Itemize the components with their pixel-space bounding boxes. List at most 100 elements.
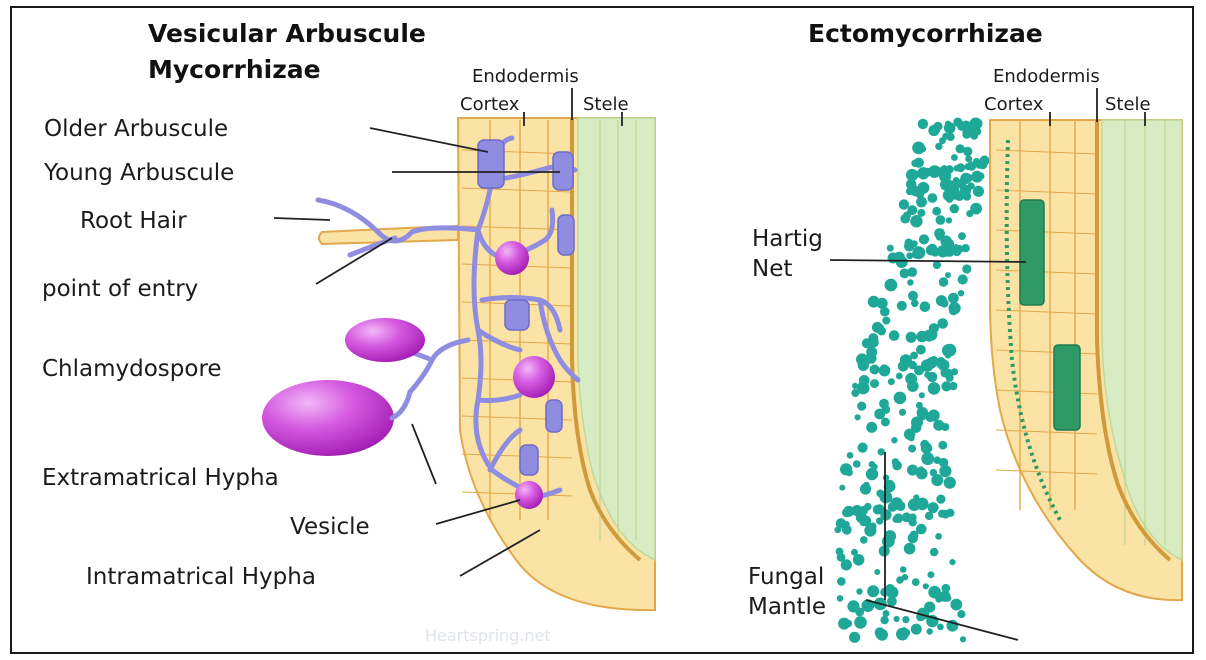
- mantle-dot: [939, 170, 951, 182]
- mantle-dot: [960, 173, 971, 184]
- mantle-dot: [921, 452, 934, 465]
- mantle-dot: [894, 392, 907, 405]
- mantle-dot: [930, 548, 938, 556]
- mantle-dot: [935, 533, 942, 540]
- chlamydospore-large: [262, 380, 394, 456]
- mantle-dot: [940, 591, 951, 602]
- mantle-dot: [949, 559, 955, 565]
- mantle-dot: [847, 600, 859, 612]
- mantle-dot: [859, 360, 867, 368]
- mantle-dot: [963, 147, 972, 156]
- mantle-dot: [881, 418, 890, 427]
- mantle-dot: [946, 217, 952, 223]
- ecto-stele-label: Stele: [1105, 94, 1151, 115]
- mantle-dot: [906, 188, 914, 196]
- vesicle-1: [495, 241, 529, 275]
- label-root-hair: Root Hair: [80, 208, 187, 234]
- mantle-dot: [936, 358, 946, 368]
- mantle-dot: [867, 585, 879, 597]
- hartig-net-upper: [1020, 200, 1044, 305]
- mantle-dot: [860, 536, 868, 544]
- mantle-dot: [879, 399, 889, 409]
- mantle-dot: [927, 571, 934, 578]
- mantle-dot: [860, 519, 867, 526]
- mantle-dot: [870, 379, 879, 388]
- ecto-title: Ectomycorrhizae: [808, 19, 1043, 48]
- vam-cortex-label: Cortex: [460, 94, 520, 115]
- mantle-dot: [911, 160, 919, 168]
- mantle-dot: [874, 569, 880, 575]
- mantle-dot: [944, 344, 957, 357]
- mantle-dot: [870, 365, 880, 375]
- mantle-dot: [971, 171, 983, 183]
- young-arbuscule-mark: [553, 152, 573, 190]
- chlamydospore-small: [345, 318, 425, 362]
- mantle-dot: [928, 193, 938, 203]
- mantle-dot: [907, 279, 913, 285]
- mantle-dot: [845, 620, 853, 628]
- mantle-dot: [938, 510, 946, 518]
- mantle-dot: [928, 410, 940, 422]
- mantle-dot: [853, 554, 865, 566]
- mantle-dot: [837, 595, 844, 602]
- mantle-dot: [891, 437, 897, 443]
- label-extramatrical-hypha: Extramatrical Hypha: [42, 465, 279, 491]
- mantle-dot: [864, 503, 872, 511]
- mantle-dot: [919, 145, 926, 152]
- ecto-cortex-label: Cortex: [984, 94, 1044, 115]
- mantle-dot: [852, 383, 858, 389]
- ecto-endodermis-label: Endodermis: [993, 66, 1100, 87]
- mantle-dot: [928, 125, 939, 136]
- mantle-dot: [973, 158, 980, 165]
- mantle-dot: [887, 597, 897, 607]
- mantle-dot: [880, 307, 890, 317]
- mantle-dot: [944, 477, 956, 489]
- mantle-dot: [937, 245, 949, 257]
- mantle-dot: [899, 409, 906, 416]
- mantle-dot: [936, 495, 945, 504]
- mantle-dot: [911, 624, 922, 635]
- mantle-dot: [946, 509, 954, 517]
- mantle-dot: [949, 306, 958, 315]
- mantle-dot: [944, 122, 956, 134]
- mantle-dot: [906, 332, 917, 343]
- hartig-net-lower: [1054, 345, 1080, 430]
- mantle-dot: [862, 338, 872, 348]
- mantle-dot: [912, 246, 925, 259]
- mantle-dot: [913, 494, 919, 500]
- mantle-dot: [924, 372, 930, 378]
- mantle-dot: [914, 365, 924, 375]
- vam-endodermis-label: Endodermis: [472, 66, 579, 87]
- mantle-dot: [958, 290, 964, 296]
- vam-stele-label: Stele: [583, 94, 629, 115]
- mantle-dot: [836, 548, 844, 556]
- ecto-root: [990, 120, 1182, 600]
- fungal-mantle-dots: [834, 118, 989, 643]
- mantle-dot: [958, 274, 968, 284]
- mantle-dot: [911, 300, 919, 308]
- mantle-dot: [857, 402, 866, 411]
- label-fungal-line1: Fungal: [748, 564, 824, 590]
- mantle-dot: [912, 578, 920, 586]
- mantle-dot: [937, 624, 944, 631]
- older-arbuscule-mark: [478, 140, 504, 188]
- mantle-dot: [879, 365, 891, 377]
- label-hartig-line1: Hartig: [752, 226, 823, 252]
- mantle-dot: [874, 409, 885, 420]
- mantle-dot: [928, 502, 939, 513]
- mantle-dot: [908, 498, 921, 511]
- label-hartig-line2: Net: [752, 256, 792, 282]
- vesicle-2: [513, 356, 555, 398]
- mantle-dot: [966, 210, 973, 217]
- mantle-dot: [901, 627, 907, 633]
- label-point-of-entry: point of entry: [42, 276, 198, 302]
- mantle-dot: [866, 422, 877, 433]
- mantle-dot: [875, 627, 885, 637]
- mantle-dot: [980, 156, 990, 166]
- mantle-dot: [846, 469, 853, 476]
- mantle-dot: [892, 461, 902, 471]
- mantle-dot: [869, 461, 876, 468]
- mantle-dot: [916, 468, 928, 480]
- mantle-dot: [898, 361, 909, 372]
